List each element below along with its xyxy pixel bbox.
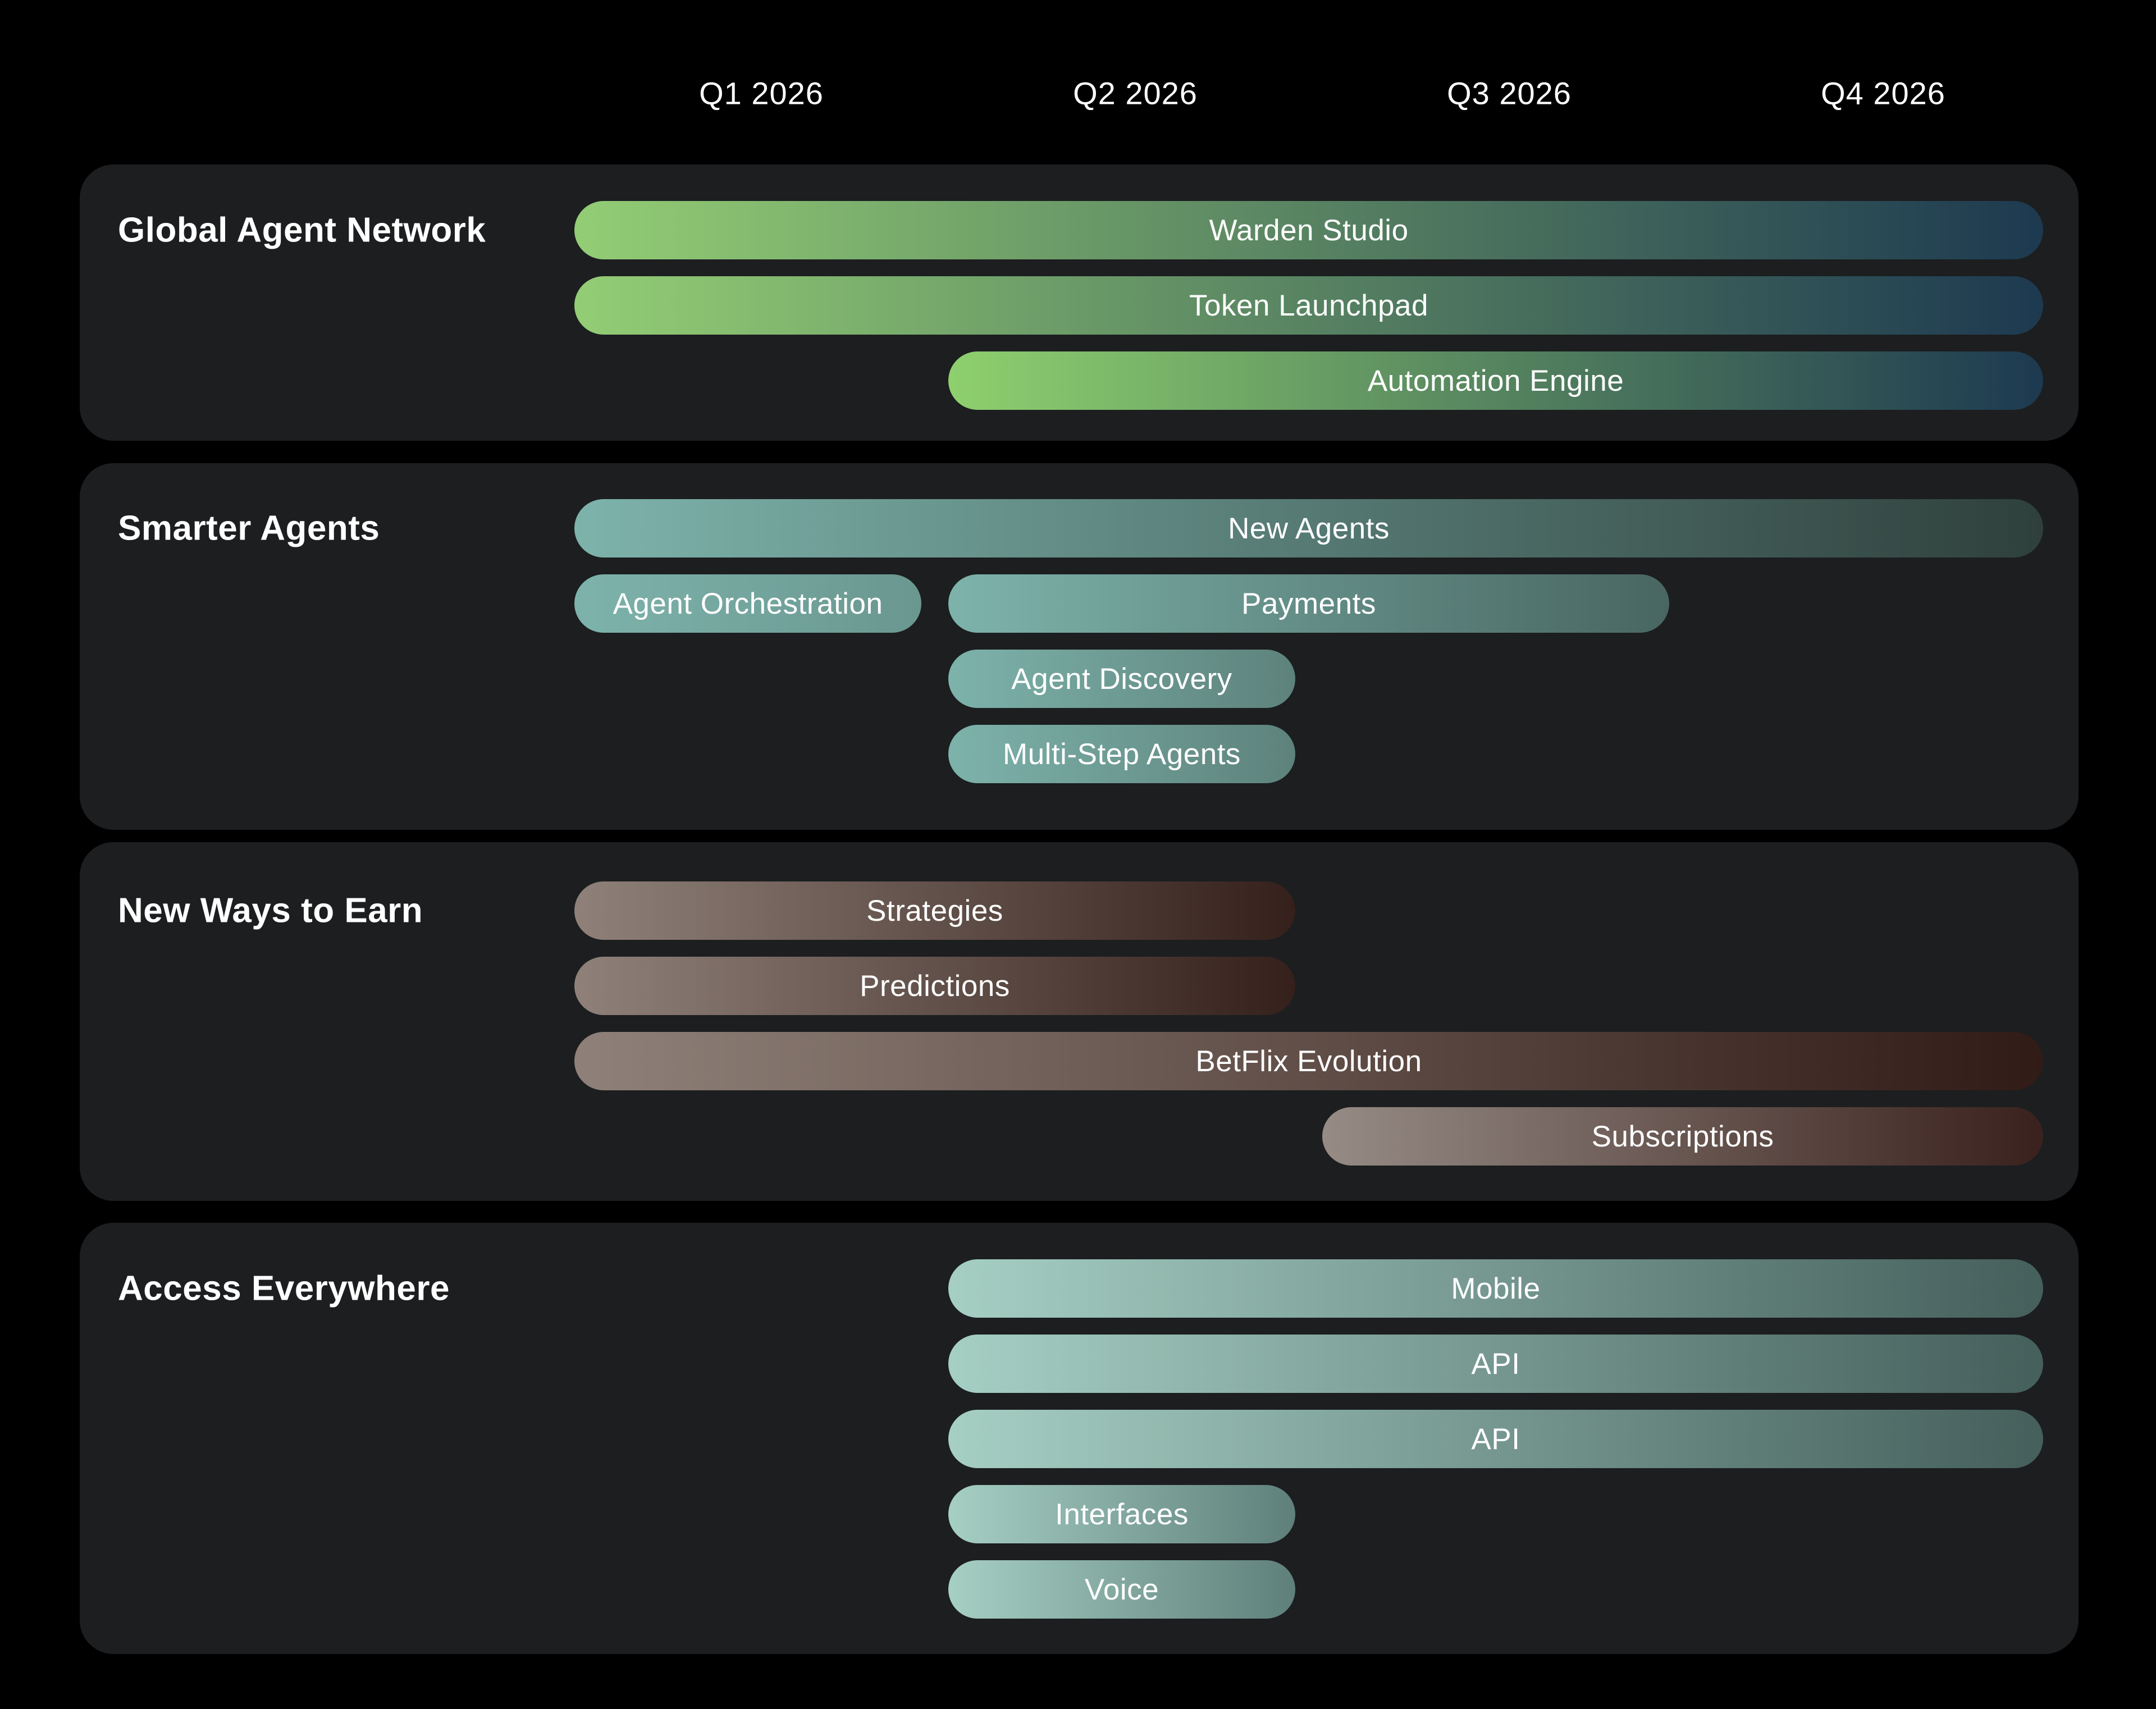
bar-label-agent-discovery: Agent Discovery	[1011, 662, 1232, 696]
roadmap-bar-agent-discovery: Agent Discovery	[948, 650, 1295, 708]
roadmap-bar-automation-engine: Automation Engine	[948, 351, 2043, 410]
bar-label-voice: Voice	[1084, 1573, 1159, 1606]
bar-label-api: API	[1471, 1347, 1520, 1381]
panel-title-new-ways-to-earn: New Ways to Earn	[118, 891, 423, 930]
panel-title-smarter-agents: Smarter Agents	[118, 509, 380, 548]
roadmap-bar-warden-studio: Warden Studio	[574, 201, 2043, 259]
roadmap-bar-strategies: Strategies	[574, 881, 1295, 940]
bar-label-api: API	[1471, 1422, 1520, 1456]
roadmap-bar-api: API	[948, 1335, 2043, 1393]
roadmap-bar-payments: Payments	[948, 574, 1669, 633]
roadmap-bar-betflix-evolution: BetFlix Evolution	[574, 1032, 2043, 1090]
bar-label-token-launchpad: Token Launchpad	[1189, 289, 1428, 322]
axis-label-q3-2026: Q3 2026	[1447, 75, 1572, 111]
axis-label-q1-2026: Q1 2026	[699, 75, 824, 111]
panel-title-access-everywhere: Access Everywhere	[118, 1269, 450, 1308]
bar-label-payments: Payments	[1241, 587, 1376, 620]
bar-label-betflix-evolution: BetFlix Evolution	[1195, 1044, 1422, 1078]
axis-label-q4-2026: Q4 2026	[1821, 75, 1945, 111]
roadmap-bar-subscriptions: Subscriptions	[1322, 1107, 2043, 1166]
bar-label-predictions: Predictions	[860, 969, 1010, 1003]
roadmap-bar-agent-orchestration: Agent Orchestration	[574, 574, 921, 633]
bar-label-subscriptions: Subscriptions	[1591, 1119, 1774, 1153]
bar-label-warden-studio: Warden Studio	[1209, 213, 1409, 247]
roadmap-bar-new-agents: New Agents	[574, 499, 2043, 558]
roadmap-bar-api: API	[948, 1410, 2043, 1468]
bar-label-automation-engine: Automation Engine	[1367, 364, 1624, 397]
bar-label-agent-orchestration: Agent Orchestration	[613, 587, 883, 620]
panel-title-global-agent-network: Global Agent Network	[118, 211, 486, 250]
roadmap-bar-token-launchpad: Token Launchpad	[574, 276, 2043, 335]
bar-label-strategies: Strategies	[866, 894, 1003, 927]
roadmap-bar-interfaces: Interfaces	[948, 1485, 1295, 1543]
time-axis: Q1 2026 Q2 2026 Q3 2026 Q4 2026	[0, 0, 2156, 146]
roadmap-bar-predictions: Predictions	[574, 957, 1295, 1015]
bar-label-multi-step-agents: Multi-Step Agents	[1003, 737, 1241, 771]
roadmap-bar-voice: Voice	[948, 1560, 1295, 1619]
roadmap-bar-mobile: Mobile	[948, 1259, 2043, 1318]
roadmap-bar-multi-step-agents: Multi-Step Agents	[948, 725, 1295, 783]
bar-label-mobile: Mobile	[1451, 1272, 1541, 1305]
bar-label-new-agents: New Agents	[1228, 511, 1390, 545]
axis-label-q2-2026: Q2 2026	[1073, 75, 1198, 111]
bar-label-interfaces: Interfaces	[1055, 1497, 1189, 1531]
